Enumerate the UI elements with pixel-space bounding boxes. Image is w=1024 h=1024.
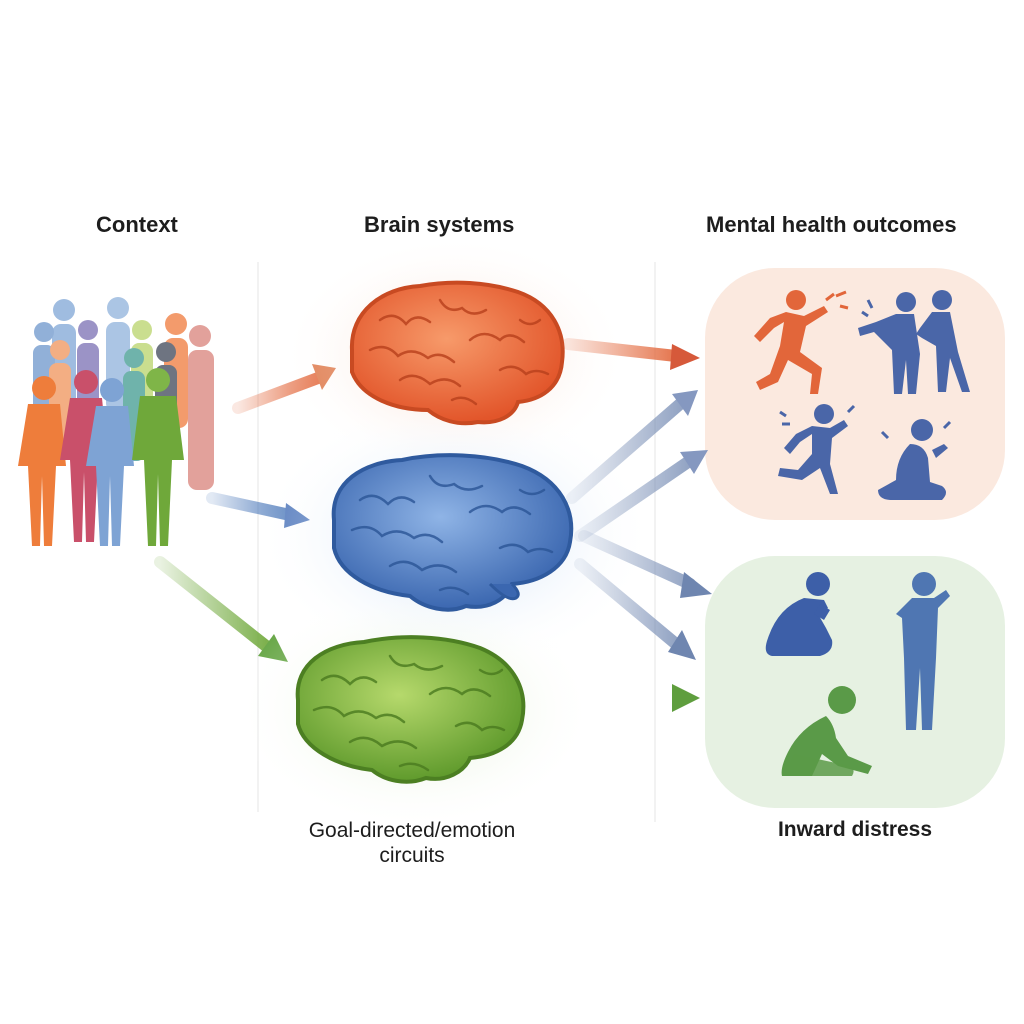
label-goal-line-2: circuits [379,844,445,867]
running-figure-icon-blue [778,404,856,494]
sad-figure-icon-standing [896,572,950,730]
sad-figure-icon-sitting [781,686,872,776]
crouching-figure-icon-blue [878,419,952,500]
label-goal-line-1: Goal-directed/emotion [308,819,516,842]
running-figure-icon-orange [754,290,849,394]
arrow-orange-brain-to-outward [562,338,700,370]
label-goal-directed-circuits: Goal-directed/emotion circuits [262,818,562,868]
brain-icon-blue [331,453,574,612]
column-header-outcomes: Mental health outcomes [706,212,957,237]
column-header-brain-systems: Brain systems [364,212,515,237]
arrow-blue-brain-to-inward-2 [574,558,696,660]
column-header-context: Context [96,212,178,237]
arrow-blue-brain-to-outward-1 [566,390,698,504]
arguing-figures-icon [858,290,970,394]
label-inward-distress: Inward distress [777,818,933,841]
outward-outcomes-panel [705,268,1005,520]
arrow-green-brain-to-inward [524,684,700,712]
crouching-figure-icon-hooded [765,572,833,656]
brain-icon-orange [349,280,565,426]
crowd-icon [18,297,214,546]
arrow-blue-brain-to-inward-1 [578,530,712,598]
arrow-blue-brain-to-outward-2 [574,450,708,542]
brain-icon-green [295,635,526,784]
